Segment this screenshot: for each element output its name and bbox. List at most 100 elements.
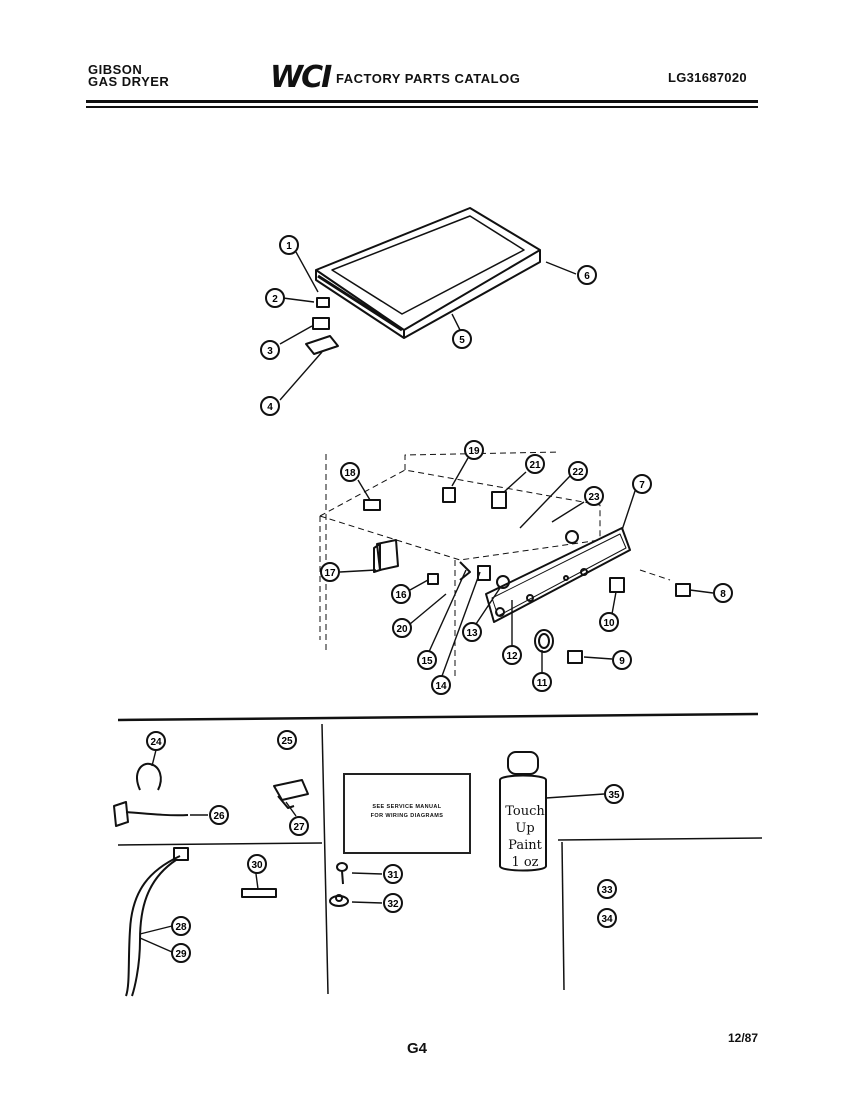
svg-text:15: 15: [421, 656, 433, 667]
catalog-title: FACTORY PARTS CATALOG: [336, 71, 521, 86]
callout-30: 30: [247, 854, 267, 874]
paint-label-line-1: Touch: [505, 804, 545, 819]
page-number: G4: [407, 1040, 428, 1057]
callout-10: 10: [599, 612, 619, 632]
svg-text:25: 25: [281, 736, 293, 747]
control-panel: [485, 527, 631, 623]
svg-text:26: 26: [213, 811, 225, 822]
brand-line-1: GIBSON: [88, 62, 143, 77]
callout-28: 28: [171, 916, 191, 936]
svg-text:1: 1: [286, 241, 292, 252]
wci-logo: WCI: [270, 60, 332, 95]
callouts: 1 2 3 4 5 6 7 8 9 10 11 12 13 14 15 16 1…: [146, 235, 733, 963]
svg-text:22: 22: [572, 467, 584, 478]
clip-part: [273, 779, 309, 809]
paint-bottle: [499, 751, 547, 872]
wire-harness: [125, 847, 189, 997]
callout-20: 20: [392, 618, 412, 638]
callout-17: 17: [320, 562, 340, 582]
callout-3: 3: [260, 340, 280, 360]
service-manual-line-2: FOR WIRING DIAGRAMS: [370, 813, 444, 819]
callout-9: 9: [612, 650, 632, 670]
svg-text:24: 24: [150, 737, 162, 748]
callout-13: 13: [462, 622, 482, 642]
svg-text:8: 8: [720, 589, 726, 600]
callout-16: 16: [391, 584, 411, 604]
callout-23: 23: [584, 486, 604, 506]
svg-text:2: 2: [272, 294, 278, 305]
paint-label-line-2: Up: [515, 821, 535, 836]
svg-text:30: 30: [251, 860, 263, 871]
callout-15: 15: [417, 650, 437, 670]
callout-19: 19: [464, 440, 484, 460]
brand-line-2: GAS DRYER: [88, 74, 170, 89]
leader-lines: [139, 251, 714, 953]
screw-part: [336, 862, 348, 885]
svg-text:5: 5: [459, 335, 465, 346]
svg-text:6: 6: [584, 271, 590, 282]
brand-name: GIBSON GAS DRYER: [88, 62, 170, 89]
callout-25: 25: [277, 730, 297, 750]
callout-24: 24: [146, 731, 166, 751]
callout-35: 35: [604, 784, 624, 804]
hinge-parts: [305, 297, 339, 355]
console-frame: [319, 451, 671, 676]
svg-text:20: 20: [396, 624, 408, 635]
section-divider: [117, 712, 759, 722]
paint-label-line-3: Paint: [508, 838, 542, 853]
svg-text:7: 7: [639, 480, 645, 491]
svg-text:27: 27: [293, 822, 305, 833]
svg-text:19: 19: [468, 446, 480, 457]
svg-text:34: 34: [601, 914, 613, 925]
callout-33: 33: [597, 879, 617, 899]
svg-text:18: 18: [344, 468, 356, 479]
console-components: [363, 487, 691, 664]
svg-text:10: 10: [603, 618, 615, 629]
callout-18: 18: [340, 462, 360, 482]
svg-text:33: 33: [601, 885, 613, 896]
column-divider-left: [321, 723, 329, 995]
svg-text:23: 23: [588, 492, 600, 503]
callout-8: 8: [713, 583, 733, 603]
svg-text:32: 32: [387, 899, 399, 910]
svg-text:16: 16: [395, 590, 407, 601]
callout-26: 26: [209, 805, 229, 825]
wire-harness-clip: [113, 801, 189, 827]
callout-32: 32: [383, 893, 403, 913]
callout-4: 4: [260, 396, 280, 416]
svg-text:13: 13: [466, 628, 478, 639]
header-rule: [86, 100, 758, 103]
svg-text:14: 14: [435, 681, 447, 692]
service-manual-text: SEE SERVICE MANUAL FOR WIRING DIAGRAMS: [351, 803, 463, 821]
callout-11: 11: [532, 672, 552, 692]
paint-bottle-label: Touch Up Paint 1 oz: [497, 803, 553, 871]
service-manual-line-1: SEE SERVICE MANUAL: [372, 804, 442, 810]
callout-21: 21: [525, 454, 545, 474]
callout-22: 22: [568, 461, 588, 481]
svg-text:21: 21: [529, 460, 541, 471]
dryer-top-panel: [315, 207, 541, 339]
svg-text:12: 12: [506, 651, 518, 662]
catalog-date: 12/87: [728, 1031, 759, 1045]
svg-text:9: 9: [619, 656, 625, 667]
callout-31: 31: [383, 864, 403, 884]
column-divider-right: [561, 841, 565, 991]
fuse-part: [241, 888, 277, 898]
washer-part: [329, 894, 349, 907]
callout-14: 14: [431, 675, 451, 695]
header-rule-thin: [86, 106, 758, 108]
svg-text:31: 31: [387, 870, 399, 881]
callout-27: 27: [289, 816, 309, 836]
svg-text:35: 35: [608, 790, 620, 801]
svg-text:29: 29: [175, 949, 187, 960]
callout-7: 7: [632, 474, 652, 494]
callout-34: 34: [597, 908, 617, 928]
paint-label-line-4: 1 oz: [511, 855, 539, 870]
svg-text:4: 4: [267, 402, 273, 413]
model-number: LG31687020: [668, 70, 747, 85]
callout-2: 2: [265, 288, 285, 308]
svg-text:3: 3: [267, 346, 273, 357]
callout-29: 29: [171, 943, 191, 963]
svg-text:28: 28: [175, 922, 187, 933]
